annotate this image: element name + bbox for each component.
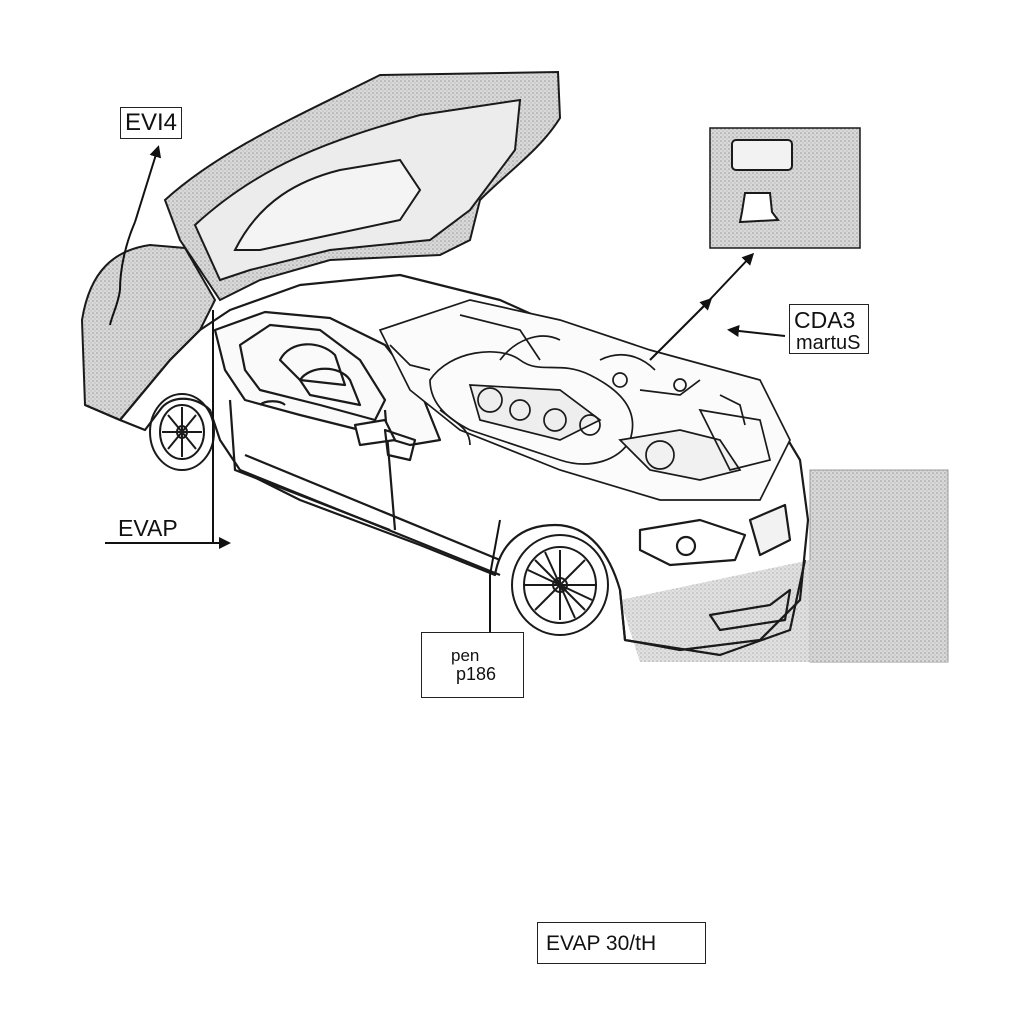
label-cda3: CDA3 [794, 307, 856, 333]
label-evi4: EVI4 [120, 107, 183, 139]
engine-bay [378, 299, 791, 501]
car-body [84, 273, 810, 657]
label-pen: pen [451, 646, 480, 665]
front-wheel [511, 534, 609, 636]
label-box-pen: pen p186 [421, 632, 524, 698]
leader-lines [105, 145, 786, 653]
rear-body [80, 243, 217, 422]
hood [163, 70, 562, 302]
arrow-icon [699, 252, 755, 311]
label-box-cda3: CDA3 martuS [789, 304, 869, 354]
label-martus: martuS [796, 332, 861, 354]
ground-shadow [620, 560, 948, 662]
sensor-inset-icon [709, 127, 861, 249]
arrow-icon [727, 325, 786, 337]
label-evap-bottom: EVAP 30/tH [546, 932, 657, 955]
arrow-icon [134, 145, 162, 223]
label-p186: p186 [456, 664, 497, 684]
rear-wheel [149, 393, 215, 471]
label-evap-left: EVAP [118, 515, 178, 541]
label-box-evap-bottom: EVAP 30/tH [537, 922, 706, 964]
